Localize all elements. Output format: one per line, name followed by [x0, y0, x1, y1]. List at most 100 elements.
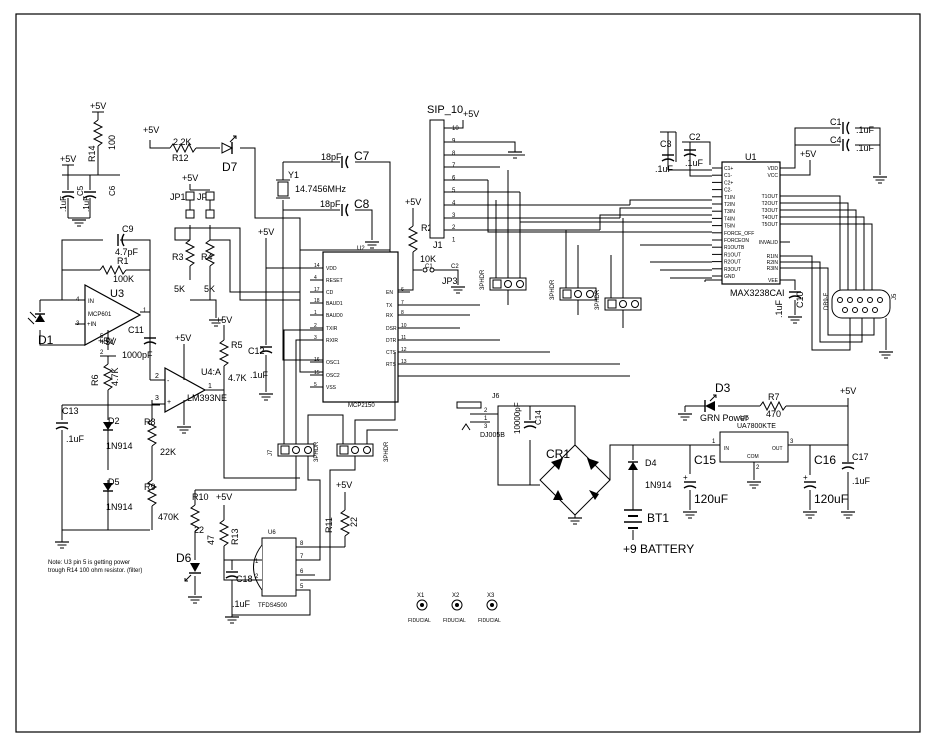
- svg-text:R14: R14: [87, 145, 97, 162]
- db9-pin: [867, 297, 873, 303]
- u1-pin-label: R1OUT: [724, 252, 741, 258]
- svg-text:+5V: +5V: [60, 154, 76, 164]
- svg-text:4.7K: 4.7K: [110, 367, 120, 386]
- u1-pin-label: C1+: [724, 166, 733, 172]
- db9-pin: [862, 307, 868, 313]
- u1-pin-label: C2+: [724, 180, 733, 186]
- u1-pin-label: T1OUT: [762, 194, 778, 200]
- svg-text:R9: R9: [144, 482, 156, 492]
- svg-text:D2: D2: [108, 416, 120, 426]
- svg-text:3PHDR: 3PHDR: [314, 441, 320, 462]
- u1-pin-label: FORCE_OFF: [724, 231, 754, 237]
- svg-text:3PHDR: 3PHDR: [550, 279, 556, 300]
- svg-text:+5V: +5V: [182, 173, 198, 183]
- note-line-2: trough R14 100 ohm resistor. (filter): [48, 568, 142, 574]
- sip-pin-number: 3: [452, 213, 456, 219]
- u3-opamp: IN +IN 4 3 MCP601 U3 1: [76, 283, 147, 347]
- svg-text:R1: R1: [117, 256, 129, 266]
- svg-text:C1: C1: [830, 117, 842, 127]
- u6-pin-number: 8: [300, 541, 304, 547]
- u1-pin-label: T3OUT: [762, 208, 778, 214]
- svg-text:R13: R13: [230, 528, 240, 545]
- db9-pin: [852, 307, 858, 313]
- db9-pins: [837, 297, 883, 313]
- svg-text:4.7pF: 4.7pF: [115, 247, 139, 257]
- u2-pin-label: CD: [326, 290, 334, 296]
- svg-text:.1uF: .1uF: [59, 196, 68, 212]
- svg-text:R11: R11: [324, 517, 334, 533]
- svg-text:Y1: Y1: [288, 170, 299, 180]
- u1-pin-label: INVALID: [759, 240, 778, 246]
- svg-text:+: +: [167, 399, 171, 406]
- svg-text:OUT: OUT: [772, 446, 783, 452]
- svg-text:U4:A: U4:A: [201, 367, 221, 377]
- svg-text:.1uF: .1uF: [250, 370, 269, 380]
- svg-text:J7: J7: [268, 449, 274, 456]
- svg-text:D4: D4: [645, 458, 657, 468]
- svg-text:.1uF: .1uF: [856, 125, 875, 135]
- sip-pin-number: 8: [452, 151, 456, 157]
- u6-pin-number: 5: [300, 584, 304, 590]
- svg-text:100: 100: [107, 135, 117, 150]
- sip-pin-number: 6: [452, 176, 456, 182]
- sip-pin-number: 9: [452, 138, 456, 144]
- u2-pin-label: DSR: [386, 326, 397, 332]
- j5-db9-connector: [831, 289, 891, 319]
- svg-text:U6: U6: [268, 530, 276, 536]
- u1-pin-label: T1IN: [724, 195, 735, 201]
- svg-text:+5V: +5V: [840, 386, 856, 396]
- u2-pin-number: 11: [401, 335, 406, 341]
- u2-chip: [322, 251, 399, 403]
- svg-text:.1uF: .1uF: [66, 434, 85, 444]
- fiducial-dot: [455, 603, 459, 607]
- svg-text:DB9-F: DB9-F: [824, 292, 830, 310]
- svg-text:JP3: JP3: [442, 276, 458, 286]
- svg-text:470K: 470K: [158, 512, 179, 522]
- svg-text:JP1: JP1: [170, 192, 186, 202]
- svg-text:2: 2: [756, 465, 760, 471]
- u2-pin-label: OSC2: [326, 373, 340, 379]
- svg-text:C5: C5: [76, 185, 85, 196]
- j4-header: [604, 297, 642, 311]
- sip-pin-number: 4: [452, 200, 456, 206]
- c15-cap: [683, 481, 697, 489]
- fiducial-ref: X3: [487, 593, 495, 599]
- u6-pin-number: 6: [300, 569, 304, 575]
- svg-text:2: 2: [100, 350, 104, 356]
- svg-text:+5V: +5V: [143, 125, 159, 135]
- svg-text:D5: D5: [108, 477, 120, 487]
- u6-ir-transceiver: [261, 537, 297, 597]
- svg-text:U3: U3: [110, 288, 124, 300]
- svg-text:D6: D6: [176, 551, 192, 565]
- svg-text:D7: D7: [222, 160, 238, 174]
- u1-pin-label: VDD: [767, 166, 778, 172]
- svg-text:C10: C10: [795, 291, 805, 308]
- svg-text:18pF: 18pF: [321, 152, 342, 162]
- svg-text:5: 5: [100, 334, 104, 340]
- j2-header: [489, 277, 527, 291]
- svg-text:D1: D1: [38, 333, 54, 347]
- svg-text:R12: R12: [172, 153, 189, 163]
- j6-jack: [456, 401, 482, 409]
- u1-pin-label: C1-: [724, 173, 732, 179]
- sip-pin-number: 2: [452, 225, 456, 231]
- u2-pin-number: 7: [401, 300, 404, 306]
- svg-text:C7: C7: [354, 149, 370, 163]
- u2-pin-label: CTS: [386, 350, 397, 356]
- svg-text:COM: COM: [747, 454, 759, 460]
- svg-text:U2: U2: [357, 246, 365, 252]
- c13-cap: [55, 422, 69, 430]
- svg-text:14.7456MHz: 14.7456MHz: [295, 184, 347, 194]
- svg-text:C2: C2: [689, 132, 701, 142]
- svg-text:R10: R10: [192, 492, 209, 502]
- u2-pin-number: 18: [314, 298, 320, 304]
- fiducial-label: FIDUCIAL: [443, 618, 466, 624]
- c1-cap: [842, 121, 850, 135]
- svg-text:100K: 100K: [113, 274, 134, 284]
- svg-text:2: 2: [155, 373, 159, 380]
- svg-text:JP2: JP2: [197, 192, 213, 202]
